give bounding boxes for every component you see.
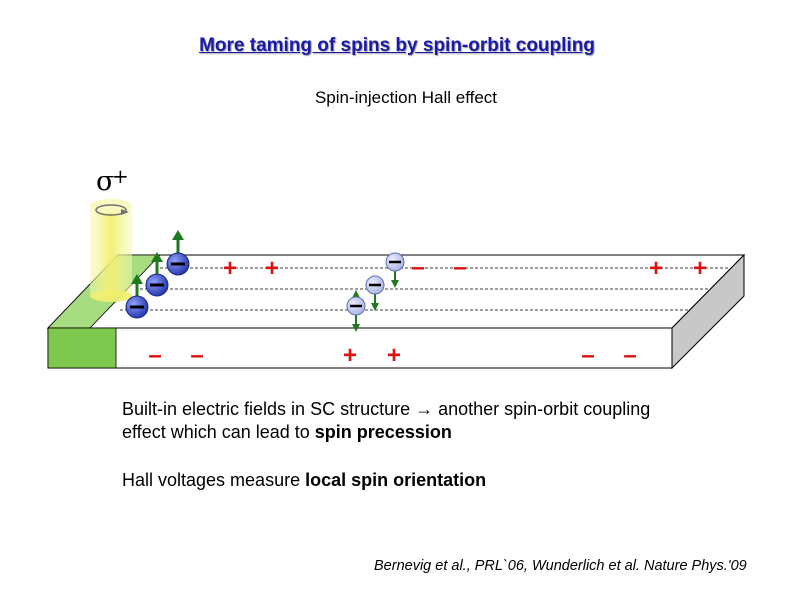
laser-spot: [90, 290, 132, 302]
bullet-text: Built-in electric fields in SC structure: [122, 399, 416, 419]
reference-citation: Bernevig et al., PRL`06, Wunderlich et a…: [374, 558, 747, 574]
charge-plus-top: +: [265, 255, 279, 282]
charge-plus-front: +: [343, 342, 357, 369]
slide-title: More taming of spins by spin-orbit coupl…: [199, 35, 595, 56]
electron-spin-up-1: [166, 230, 190, 276]
bullet-bold-text: spin precession: [314, 422, 452, 442]
laser-beam: [90, 205, 132, 297]
charge-minus-front: –: [190, 342, 203, 369]
charge-plus-top: +: [223, 255, 237, 282]
slab-front-face: [47, 327, 673, 369]
polarization-swirl-arrowhead-icon: [121, 209, 129, 215]
bullet-spin-precession: Built-in electric fields in SC structure…: [122, 398, 682, 444]
right-arrow-icon: →: [415, 399, 434, 419]
charge-minus-front: –: [581, 342, 594, 369]
bullet-bold-text: local spin orientation: [305, 470, 487, 490]
electron-spin-up-3: [125, 274, 149, 319]
charge-minus-front: –: [148, 342, 161, 369]
charge-plus-top: +: [649, 255, 663, 282]
slab-side-face: [671, 253, 745, 370]
charge-minus-top: –: [411, 254, 424, 281]
bullet-text: Hall voltages measure: [122, 470, 306, 490]
illuminated-front-face: [47, 327, 117, 369]
electron-precessing-1: [385, 252, 405, 288]
charge-minus-top: –: [453, 254, 466, 281]
charge-plus-front: +: [387, 342, 401, 369]
electron-precessing-2: [365, 275, 385, 311]
charge-minus-front: –: [623, 342, 636, 369]
slide-subtitle: Spin-injection Hall effect: [314, 88, 498, 107]
polarization-sigma-symbol: σ: [96, 166, 115, 197]
bullet-hall-voltage: Hall voltages measure local spin orienta…: [122, 469, 682, 492]
polarization-superscript: +: [112, 164, 129, 188]
charge-plus-top: +: [693, 255, 707, 282]
polarization-swirl-icon: [95, 204, 127, 216]
bullet-text: another spin-orbit coupling effect which…: [122, 399, 651, 442]
electron-spin-up-2: [145, 252, 169, 297]
electron-precessing-3: [346, 290, 366, 332]
